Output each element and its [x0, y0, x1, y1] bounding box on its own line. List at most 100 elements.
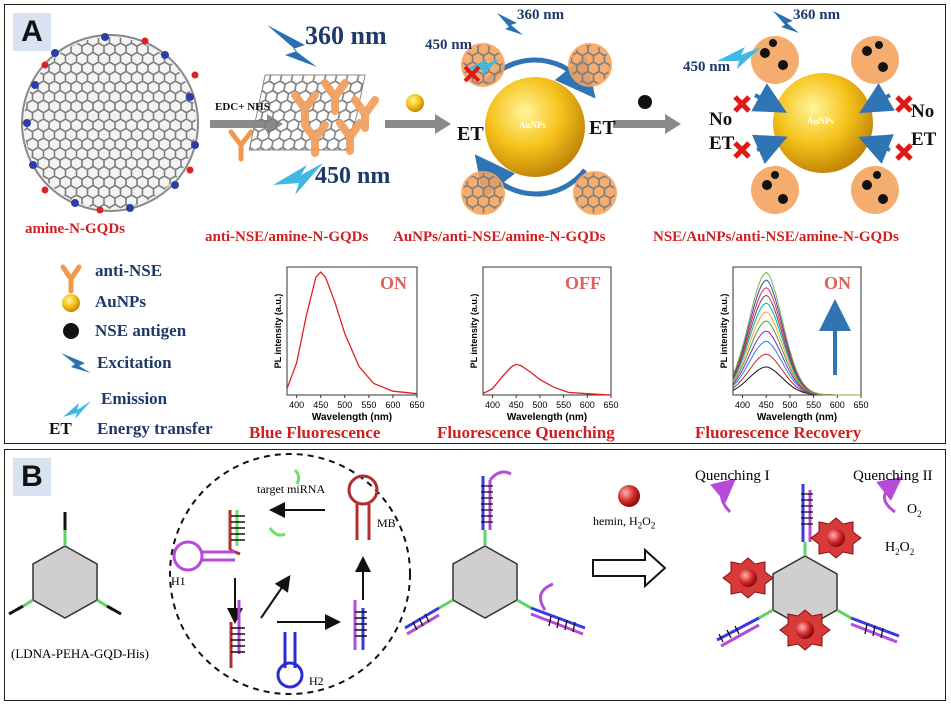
- target-mirna-label: target miRNA: [257, 482, 326, 496]
- nse-small-icon: [638, 95, 652, 109]
- emission-wavelength-big: 450 nm: [315, 163, 391, 189]
- y-axis-label: PL intensity (a.u.): [719, 294, 729, 369]
- duplex-top: [228, 510, 245, 556]
- no-et-left-2: ET: [709, 133, 735, 154]
- no-et-right-1: No: [911, 101, 935, 122]
- x-tick-label: 550: [556, 400, 571, 410]
- excitation-wavelength-small-2: 360 nm: [793, 7, 841, 23]
- x-tick-label: 550: [361, 400, 376, 410]
- x-tick-label: 600: [830, 400, 845, 410]
- legend-icons: [60, 264, 91, 419]
- emission-bolt-big: [273, 163, 323, 195]
- emission-bolt-small-1: [467, 59, 499, 77]
- et-left-label: ET: [457, 123, 484, 145]
- excitation-wavelength-small-1: 360 nm: [517, 7, 565, 23]
- hemin-icon: [618, 485, 640, 507]
- plot-state-label: ON: [380, 273, 407, 293]
- legend-et-abbr: ET: [49, 419, 72, 438]
- emission-bolt-small-2: [717, 47, 761, 69]
- x-tick-label: 450: [509, 400, 524, 410]
- legend-et-full: Energy transfer: [97, 419, 213, 438]
- panel-b-graphics: [8, 453, 903, 695]
- reagent-hemin-label: hemin, H2O2: [593, 514, 656, 531]
- x-tick-label: 400: [735, 400, 750, 410]
- no-et-right-2: ET: [911, 129, 937, 150]
- quench-cross-1: [463, 65, 481, 83]
- duplex-bottom-left: [229, 600, 245, 668]
- x-tick-label: 650: [409, 400, 424, 410]
- x-axis-label: Wavelength (nm): [507, 412, 587, 423]
- et-right-label: ET: [589, 117, 616, 139]
- legend-anti-nse: anti-NSE: [95, 261, 163, 280]
- emission-wavelength-small-2: 450 nm: [683, 59, 731, 75]
- h2o2-label: H2O2: [885, 540, 915, 557]
- reagent-label: EDC+ NHS: [215, 101, 270, 113]
- arrow-diag: [260, 575, 291, 619]
- stage-label-1: amine-N-GQDs: [25, 221, 125, 237]
- amine-n-gqd-structure: [21, 33, 199, 214]
- stage-label-4: NSE/AuNPs/anti-NSE/amine-N-GQDs: [653, 229, 899, 245]
- recovery-spectrum-line: [732, 271, 861, 396]
- x-axis-label: Wavelength (nm): [757, 412, 837, 423]
- anti-nse-gqd-cluster: [248, 74, 379, 157]
- target-mirna: [268, 468, 301, 537]
- x-tick-label: 500: [337, 400, 352, 410]
- excitation-bolt-small-1: [497, 13, 523, 35]
- spectrum-line-2: [482, 363, 612, 396]
- reaction-arrow-3: [613, 114, 681, 134]
- stage-label-2: anti-NSE/amine-N-GQDs: [205, 229, 369, 245]
- h1-hairpin: [172, 540, 235, 572]
- aunp-complex-2: [733, 36, 913, 214]
- x-tick-label: 500: [782, 400, 797, 410]
- aunp-small-icon: [406, 94, 424, 112]
- excitation-bolt-big: [267, 25, 317, 67]
- aunp-core-label-1: AuNPs: [519, 120, 547, 130]
- aunp-core-label-2: AuNPs: [807, 116, 835, 126]
- x-tick-label: 450: [313, 400, 328, 410]
- scaffold-hexagon-right: [710, 476, 903, 651]
- o2-label: O2: [907, 502, 922, 519]
- emission-wavelength-small-1: 450 nm: [425, 37, 473, 53]
- plot-frame-1: [286, 266, 418, 396]
- x-tick-label: 650: [853, 400, 868, 410]
- h1-label: H1: [171, 574, 186, 588]
- spectrum-line-1: [286, 271, 418, 395]
- legend-excitation: Excitation: [97, 353, 172, 372]
- mb-label: MB: [377, 516, 396, 530]
- panel-a-label: A: [13, 13, 51, 51]
- reaction-arrow-1: [210, 114, 283, 134]
- panel-a: A: [4, 4, 946, 444]
- cycle-boundary: [169, 453, 411, 695]
- reaction-arrow-2: [385, 114, 451, 134]
- legend-emission: Emission: [101, 389, 168, 408]
- x-tick-label: 550: [806, 400, 821, 410]
- antibody-icon-reagent: [228, 129, 254, 162]
- mb-hairpin: [347, 474, 379, 540]
- y-axis-label: PL intensity (a.u.): [273, 294, 283, 369]
- x-tick-label: 450: [759, 400, 774, 410]
- x-axis-label: Wavelength (nm): [312, 412, 392, 423]
- plot-caption-2: Fluorescence Quenching: [437, 423, 615, 442]
- legend-aunps: AuNPs: [95, 292, 147, 311]
- stage-label-3: AuNPs/anti-NSE/amine-N-GQDs: [393, 229, 606, 245]
- x-tick-label: 600: [385, 400, 400, 410]
- x-tick-label: 400: [289, 400, 304, 410]
- scaffold-hexagon-center: [404, 470, 586, 636]
- quenching-ii-label: Quenching II: [853, 468, 933, 484]
- panel-b-label: B: [13, 458, 51, 496]
- hollow-arrow: [592, 547, 667, 589]
- x-tick-label: 650: [603, 400, 618, 410]
- plot-state-label: OFF: [565, 273, 601, 293]
- no-et-left-1: No: [709, 109, 733, 130]
- y-axis-label: PL intensity (a.u.): [469, 294, 479, 369]
- x-tick-label: 500: [532, 400, 547, 410]
- excitation-bolt-small-2: [773, 11, 799, 33]
- x-tick-label: 600: [580, 400, 595, 410]
- scaffold-hexagon-left: [8, 512, 122, 619]
- h2-label: H2: [309, 674, 324, 688]
- legend-nse: NSE antigen: [95, 321, 187, 340]
- plot-caption-3: Fluorescence Recovery: [695, 423, 862, 442]
- panel-b: B: [4, 449, 946, 701]
